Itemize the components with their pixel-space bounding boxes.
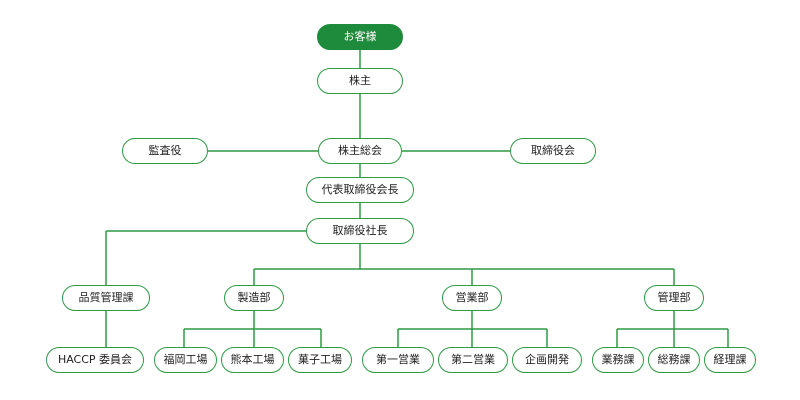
node-accounting: 経理課	[704, 347, 756, 373]
node-manufacturing: 製造部	[224, 285, 284, 311]
node-general-meeting: 株主総会	[318, 138, 402, 164]
node-operations: 業務課	[592, 347, 644, 373]
node-haccp: HACCP 委員会	[46, 347, 144, 373]
node-admin: 管理部	[644, 285, 704, 311]
node-president: 取締役社長	[306, 218, 414, 244]
node-chairman: 代表取締役会長	[306, 177, 414, 203]
node-auditor: 監査役	[122, 138, 208, 164]
node-shareholders: 株主	[317, 68, 403, 94]
node-customer: お客様	[317, 24, 403, 50]
node-sales: 営業部	[442, 285, 502, 311]
node-planning: 企画開発	[512, 347, 582, 373]
node-quality: 品質管理課	[62, 285, 150, 311]
node-kumamoto: 熊本工場	[221, 347, 284, 373]
node-sales1: 第一営業	[362, 347, 434, 373]
node-confectionery: 菓子工場	[288, 347, 352, 373]
node-general-affairs: 総務課	[648, 347, 700, 373]
node-fukuoka: 福岡工場	[154, 347, 217, 373]
node-sales2: 第二営業	[438, 347, 508, 373]
node-board: 取締役会	[510, 138, 596, 164]
